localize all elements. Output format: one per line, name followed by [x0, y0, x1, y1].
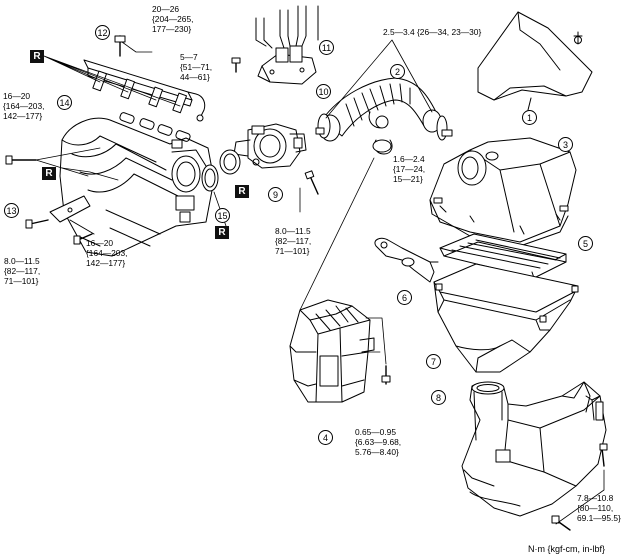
bolt-8 — [551, 443, 608, 531]
air-cleaner-cover-3 — [429, 137, 577, 247]
torque-label-manifold-top: 16—20 {164—203, 142—177} — [3, 91, 45, 121]
torque-label-9: 8.0—11.5 {82—117, 71—101} — [275, 226, 312, 256]
torque-label-13: 8.0—11.5 {82—117, 71—101} — [4, 256, 41, 286]
manifold-bolt-13 — [25, 219, 49, 229]
torque-label-10: 5—7 {51—71, 44—61} — [180, 52, 213, 82]
air-intake-hose-2 — [315, 77, 453, 155]
callout-9: 9 — [268, 187, 283, 202]
callout-5: 5 — [578, 236, 593, 251]
callout-6: 6 — [397, 290, 412, 305]
r-mark-throttle-gasket: R — [235, 185, 249, 198]
gasket-15 — [201, 164, 219, 192]
air-cleaner-case-7 — [433, 263, 579, 373]
callout-2: 2 — [390, 64, 405, 79]
r-mark-manifold-gasket: R — [42, 167, 56, 180]
callout-1: 1 — [522, 110, 537, 125]
manifold-gasket-row — [119, 112, 191, 142]
air-inlet-duct-8 — [461, 381, 607, 517]
throttle-body-9 — [233, 123, 307, 169]
torque-label-hose-small: 1.6—2.4 {17—24, 15—21} — [393, 154, 426, 184]
bolt-10 — [231, 57, 241, 73]
bolt-9 — [304, 170, 319, 195]
torque-label-12: 20—26 {204—265, 177—230} — [152, 4, 194, 34]
units-note: N·m {kgf-cm, in-lbf} — [528, 544, 606, 554]
manifold-bolt-bottom — [73, 233, 93, 245]
bracket-cover-1 — [477, 11, 593, 111]
bolt-12 — [114, 35, 126, 57]
intake-manifold-14 — [59, 117, 215, 257]
manifold-bolt-left — [5, 155, 37, 165]
torque-label-8: 7.8—10.8 {80—110, 69.1—95.5} — [577, 493, 621, 523]
callout-4: 4 — [318, 430, 333, 445]
resonator-4 — [289, 299, 375, 403]
r-mark-gasket-15: R — [215, 226, 229, 239]
bracket-6 — [374, 237, 439, 283]
callout-7: 7 — [426, 354, 441, 369]
r-mark-injectors: R — [30, 50, 44, 63]
callout-11: 11 — [319, 40, 334, 55]
callout-14: 14 — [57, 95, 72, 110]
callout-12: 12 — [95, 25, 110, 40]
solenoid-valve-10-11 — [255, 5, 319, 85]
throttle-gasket — [219, 149, 241, 175]
torque-label-manifold-bottom: 16—20 {164—203, 142—177} — [86, 238, 128, 268]
callout-3: 3 — [558, 137, 573, 152]
torque-label-hose-clamps: 2.5—3.4 {26—34, 23—30} — [383, 27, 482, 37]
callout-15: 15 — [215, 208, 230, 223]
torque-label-4: 0.65—0.95 {6.63—9.68, 5.76—8.40} — [355, 427, 402, 457]
bolt-4 — [381, 365, 391, 385]
callout-8: 8 — [431, 390, 446, 405]
callout-13: 13 — [4, 203, 19, 218]
bracket-13 — [49, 195, 91, 223]
callout-10: 10 — [316, 84, 331, 99]
